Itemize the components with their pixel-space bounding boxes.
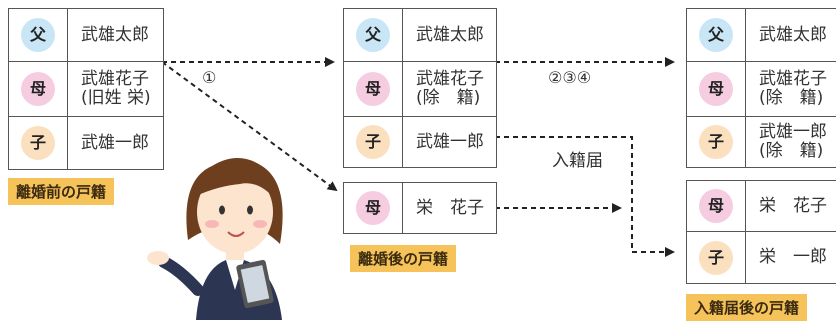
mother-badge: 母 [699, 72, 733, 106]
row-child: 子 武雄一郎 [344, 117, 496, 167]
row-new-mother: 母 栄 花子 [687, 181, 836, 232]
mother-name: 武雄花子 (除 籍) [416, 69, 484, 108]
row-new-child: 子 栄 一郎 [687, 232, 836, 283]
row-mother: 母 武雄花子 (除 籍) [687, 62, 836, 117]
row-new-mother: 母 栄 花子 [344, 183, 496, 233]
register-after-entry-father: 父 武雄太郎 母 武雄花子 (除 籍) 子 武雄一郎 (除 籍) [686, 8, 836, 168]
child-name: 武雄一郎 [416, 131, 484, 152]
father-name: 武雄太郎 [81, 24, 149, 45]
new-child-name: 栄 一郎 [759, 247, 827, 267]
child-name: 武雄一郎 [81, 132, 149, 153]
row-mother: 母 武雄花子 (除 籍) [344, 62, 496, 117]
new-mother-name: 栄 花子 [759, 195, 827, 216]
register-new-mother: 母 栄 花子 [343, 182, 497, 234]
new-mother-name: 栄 花子 [416, 197, 484, 218]
child-badge: 子 [21, 126, 55, 160]
child-name: 武雄一郎 (除 籍) [759, 122, 827, 161]
row-father: 父 武雄太郎 [687, 9, 836, 62]
mother-name: 武雄花子 (旧姓 栄) [81, 69, 151, 108]
row-child: 子 武雄一郎 (除 籍) [687, 117, 836, 167]
arrow-entry-notice-child [495, 136, 675, 257]
child-badge: 子 [699, 240, 733, 275]
father-name: 武雄太郎 [416, 24, 484, 45]
mother-badge: 母 [356, 191, 390, 225]
father-badge: 父 [356, 18, 390, 52]
father-badge: 父 [21, 18, 55, 52]
entry-notice-label: 入籍届 [552, 151, 603, 171]
caption-before-divorce: 離婚前の戸籍 [8, 178, 115, 205]
father-badge: 父 [699, 18, 733, 52]
row-child: 子 武雄一郎 [9, 117, 163, 169]
register-after-entry-mother: 母 栄 花子 子 栄 一郎 [686, 180, 836, 284]
mother-name: 武雄花子 (除 籍) [759, 69, 827, 108]
arrow-1-to-new-mother-register [161, 61, 338, 192]
step-1-label: ① [202, 68, 217, 87]
row-mother: 母 武雄花子 (旧姓 栄) [9, 62, 163, 117]
caption-after-entry: 入籍届後の戸籍 [686, 294, 808, 321]
register-after-divorce: 父 武雄太郎 母 武雄花子 (除 籍) 子 武雄一郎 [343, 8, 497, 168]
child-badge: 子 [699, 125, 733, 159]
mother-badge: 母 [699, 189, 733, 223]
register-before-divorce: 父 武雄太郎 母 武雄花子 (旧姓 栄) 子 武雄一郎 [8, 8, 164, 170]
caption-after-divorce: 離婚後の戸籍 [350, 245, 457, 272]
row-father: 父 武雄太郎 [344, 9, 496, 62]
mother-badge: 母 [21, 72, 55, 106]
row-father: 父 武雄太郎 [9, 9, 163, 62]
mother-badge: 母 [356, 72, 390, 106]
step-234-label: ②③④ [548, 68, 592, 87]
child-badge: 子 [356, 125, 390, 159]
father-name: 武雄太郎 [759, 24, 827, 45]
